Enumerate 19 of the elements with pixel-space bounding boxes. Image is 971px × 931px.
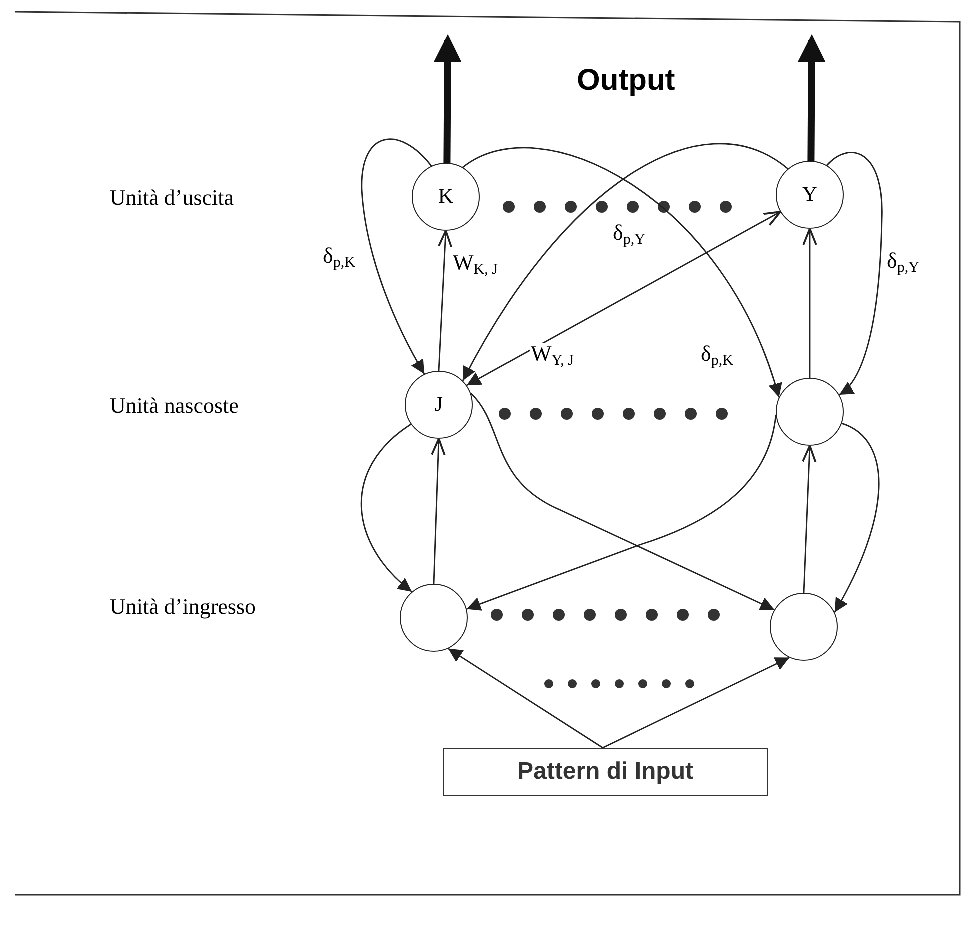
layer-label: Unità nascoste xyxy=(110,392,239,420)
edge-label: W$_{Y, J}$ xyxy=(530,343,576,365)
output-arrow xyxy=(798,34,826,162)
output-arrow xyxy=(434,34,462,164)
layer-label: Unità d’ingresso xyxy=(110,593,256,621)
arrow xyxy=(361,424,413,593)
arrow xyxy=(802,445,817,594)
arrow xyxy=(361,138,432,375)
arrow xyxy=(466,211,782,386)
arrow xyxy=(438,230,453,372)
arrow xyxy=(826,152,883,396)
layer-label: Unità d’uscita xyxy=(110,184,234,212)
arrow xyxy=(802,228,818,378)
output-heading: Output xyxy=(577,63,676,99)
arrow xyxy=(602,657,790,749)
arrow xyxy=(448,648,604,749)
arrow xyxy=(431,438,446,584)
input-pattern-box: Pattern di Input xyxy=(443,748,768,796)
arrow xyxy=(834,422,880,613)
